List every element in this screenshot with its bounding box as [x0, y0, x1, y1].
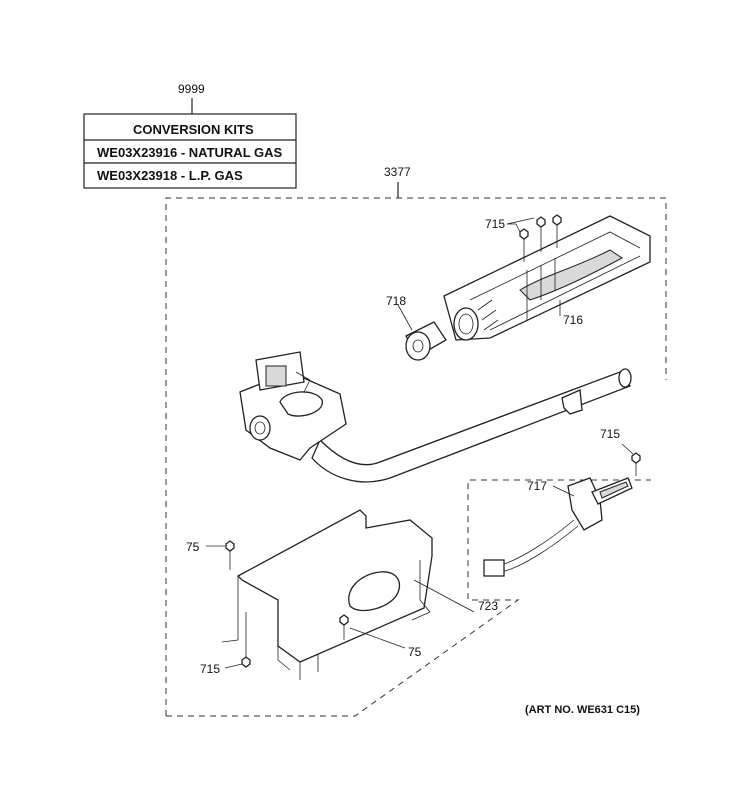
bracket-screws — [206, 540, 406, 669]
bracket — [221, 509, 475, 680]
igniter-screw — [621, 443, 641, 476]
kit-row-natural-gas: WE03X23916 - NATURAL GAS — [97, 145, 283, 160]
assembly-ref-label: 3377 — [384, 165, 411, 179]
kit-table-title: CONVERSION KITS — [133, 122, 254, 137]
conversion-kits-table — [83, 98, 297, 189]
callout-screws-top: 715 — [485, 217, 506, 231]
kit-ref-label: 9999 — [178, 82, 205, 96]
gas-valve — [239, 351, 347, 461]
callout-burner: 716 — [563, 313, 584, 327]
callout-bracket: 723 — [478, 599, 499, 613]
callout-screw-bottom: 715 — [200, 662, 221, 676]
kit-row-lp-gas: WE03X23918 - L.P. GAS — [97, 168, 243, 183]
callout-igniter: 717 — [527, 479, 548, 493]
art-number: (ART NO. WE631 C15) — [525, 704, 640, 716]
burner — [443, 215, 651, 341]
sleeve — [397, 304, 447, 361]
top-screws — [506, 214, 562, 262]
callout-screw-mid: 75 — [408, 645, 422, 659]
gas-tube — [311, 368, 632, 483]
callout-screw-left: 75 — [186, 540, 200, 554]
igniter — [483, 477, 633, 577]
callout-sleeve: 718 — [386, 294, 407, 308]
assembly-boundary — [165, 182, 667, 717]
callout-screw-right: 715 — [600, 427, 621, 441]
